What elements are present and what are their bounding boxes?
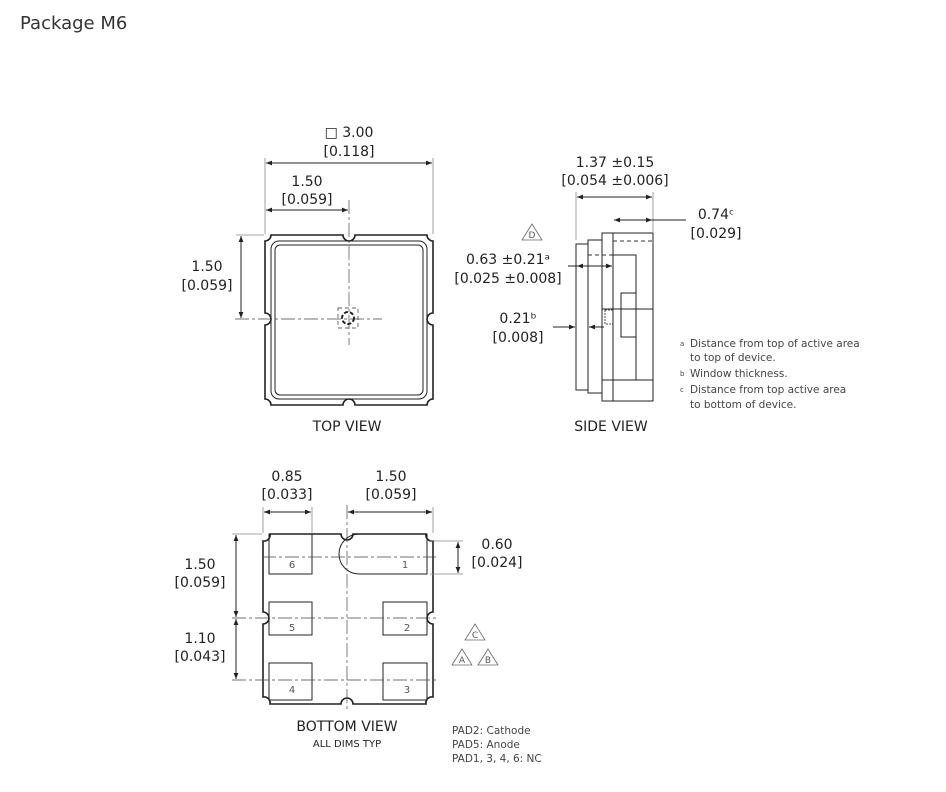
pad-width-dim: 0.85 bbox=[271, 469, 302, 485]
side-view: 1.37 ±0.15 [0.054 ±0.006] 0.74ᶜ [0.029] … bbox=[454, 155, 859, 435]
pad-pitch-top-dim: 1.50 bbox=[184, 557, 215, 573]
window-inner bbox=[274, 244, 424, 396]
half-width-dim: 1.50 bbox=[375, 469, 406, 485]
pad-height-dim-in: [0.024] bbox=[471, 555, 522, 571]
side-view-label: SIDE VIEW bbox=[574, 419, 648, 435]
svg-text:2: 2 bbox=[404, 623, 410, 634]
pad-pitch-dim: 1.10 bbox=[184, 631, 215, 647]
pad-2 bbox=[382, 601, 428, 636]
thickness-dim: 1.37 ±0.15 bbox=[576, 155, 655, 171]
datum-a-triangle: A bbox=[451, 648, 473, 666]
pad-pitch-top-dim-in: [0.059] bbox=[174, 575, 225, 591]
svg-text:Distance from top active area: Distance from top active area bbox=[690, 384, 846, 396]
datum-c-triangle: C bbox=[464, 623, 486, 641]
half-width-dim-in: [0.059] bbox=[281, 192, 332, 208]
active-area bbox=[337, 307, 359, 329]
half-height-dim-in: [0.059] bbox=[181, 278, 232, 294]
die-icon bbox=[341, 311, 355, 325]
pad-1 bbox=[338, 533, 428, 575]
svg-text:3: 3 bbox=[404, 685, 410, 696]
half-width-dim: 1.50 bbox=[291, 174, 322, 190]
active-bottom-dim: 0.74ᶜ bbox=[698, 207, 734, 223]
thickness-dim-in: [0.054 ±0.006] bbox=[561, 173, 668, 189]
pad-height-dim: 0.60 bbox=[481, 537, 512, 553]
pad-note: PAD1, 3, 4, 6: NC bbox=[452, 753, 542, 765]
svg-text:D: D bbox=[529, 231, 536, 241]
active-bottom-dim-in: [0.029] bbox=[690, 226, 741, 242]
svg-text:c: c bbox=[680, 386, 684, 394]
svg-text:A: A bbox=[459, 656, 466, 666]
svg-text:a: a bbox=[680, 340, 684, 348]
pad-width-dim-in: [0.033] bbox=[261, 487, 312, 503]
pad-5 bbox=[268, 601, 313, 636]
page-title: Package M6 bbox=[20, 13, 127, 34]
svg-text:6: 6 bbox=[289, 560, 295, 571]
datum-b-triangle: B bbox=[477, 648, 499, 666]
svg-text:Distance from top of active ar: Distance from top of active area bbox=[690, 338, 860, 350]
pad-3 bbox=[382, 662, 428, 701]
svg-text:C: C bbox=[472, 631, 478, 641]
all-dims-typ: ALL DIMS TYP bbox=[313, 739, 381, 750]
svg-text:4: 4 bbox=[289, 685, 295, 696]
active-top-dim: 0.63 ±0.21ᵃ bbox=[466, 252, 550, 268]
pad-4 bbox=[268, 662, 313, 701]
svg-text:b: b bbox=[680, 370, 685, 378]
half-height-dim: 1.50 bbox=[191, 259, 222, 275]
datum-d-triangle: D bbox=[521, 223, 543, 241]
svg-text:Window thickness.: Window thickness. bbox=[690, 368, 788, 380]
pad-note: PAD2: Cathode bbox=[452, 725, 531, 737]
footnotes: a Distance from top of active area to to… bbox=[680, 338, 860, 411]
pads: 1 2 3 4 5 6 bbox=[268, 533, 428, 701]
pad-6 bbox=[268, 533, 313, 575]
pad-note: PAD5: Anode bbox=[452, 739, 520, 751]
svg-text:1: 1 bbox=[402, 560, 408, 571]
overall-dim-in: [0.118] bbox=[323, 144, 374, 160]
window-dim-in: [0.008] bbox=[492, 330, 543, 346]
top-view-label: TOP VIEW bbox=[312, 419, 382, 435]
package-body bbox=[601, 232, 654, 402]
overall-dim: □ 3.00 bbox=[325, 125, 374, 141]
svg-text:5: 5 bbox=[289, 623, 295, 634]
half-width-dim-in: [0.059] bbox=[365, 487, 416, 503]
bottom-view-label: BOTTOM VIEW bbox=[296, 719, 397, 735]
active-top-dim-in: [0.025 ±0.008] bbox=[454, 271, 561, 287]
window-dim: 0.21ᵇ bbox=[499, 311, 536, 327]
svg-text:to top of device.: to top of device. bbox=[690, 352, 776, 364]
pad-pitch-dim-in: [0.043] bbox=[174, 649, 225, 665]
top-view: □ 3.00 [0.118] 1.50 [0.059] 1.50 [0.059]… bbox=[181, 125, 434, 435]
bottom-view: 1 2 3 4 5 6 0.85 [0.033] 1.50 [0.059] 1.… bbox=[174, 469, 541, 765]
svg-text:B: B bbox=[485, 656, 491, 666]
svg-text:to bottom of device.: to bottom of device. bbox=[690, 399, 796, 411]
